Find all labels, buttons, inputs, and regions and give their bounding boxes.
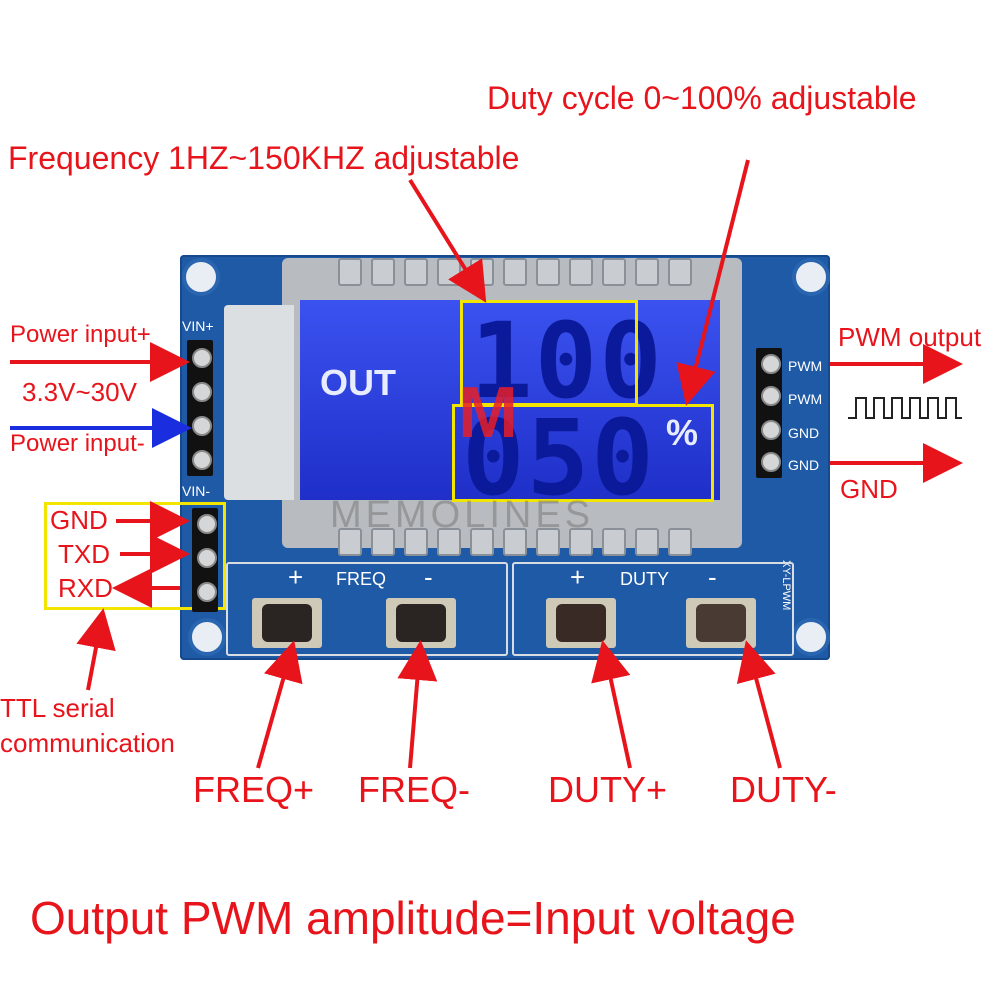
- vin-plus-silk: VIN+: [182, 318, 214, 334]
- lcd-pin: [437, 258, 461, 286]
- watermark-logo: M: [458, 373, 518, 453]
- lcd-pin: [668, 528, 692, 556]
- mount-hole-bottom-left: [188, 618, 226, 656]
- ttl-label-line2: communication: [0, 728, 175, 758]
- lcd-screen: [300, 300, 720, 500]
- lcd-pin: [371, 528, 395, 556]
- frequency-label: Frequency 1HZ~150KHZ adjustable: [8, 140, 520, 176]
- serial-header: [192, 508, 218, 612]
- lcd-pin: [470, 528, 494, 556]
- lcd-pin: [569, 528, 593, 556]
- pwm-waveform-icon: [848, 397, 962, 419]
- watermark-text: MEMOLINES: [330, 494, 595, 536]
- vin-minus-silk: VIN-: [182, 483, 210, 499]
- lcd-pin: [338, 528, 362, 556]
- duty-plus-button[interactable]: [546, 598, 616, 648]
- duty-minus-button[interactable]: [686, 598, 756, 648]
- pwm-output-label: PWM output: [838, 322, 982, 352]
- lcd-duty-value: 050: [462, 397, 656, 519]
- lcd-backlight-edge: [224, 305, 294, 500]
- lcd-pin: [503, 258, 527, 286]
- mount-hole-bottom-right: [792, 618, 830, 656]
- duty-minus-silk: -: [708, 562, 717, 592]
- freq-plus-arrow: [256, 640, 303, 769]
- duty-button-panel: [512, 562, 794, 656]
- right-pin-label-1: PWM: [788, 358, 823, 374]
- gnd-right-label: GND: [840, 474, 898, 504]
- duty-plus-silk: +: [570, 562, 586, 592]
- lcd-out-text: OUT: [320, 362, 396, 403]
- freq-silk: FREQ: [336, 569, 387, 589]
- pwm-header: [756, 348, 782, 478]
- lcd-pin: [536, 528, 560, 556]
- serial-highlight-box: [44, 502, 226, 610]
- lcd-pin: [404, 528, 428, 556]
- duty-plus-arrow: [591, 640, 632, 769]
- rxd-label: RXD: [58, 573, 113, 603]
- duty-silk: DUTY: [620, 569, 669, 589]
- lcd-pin: [503, 528, 527, 556]
- right-pin-label-3: GND: [788, 425, 820, 441]
- mount-hole-top-left: [182, 258, 220, 296]
- lcd-percent-sign: %: [666, 412, 699, 453]
- freq-plus-label: FREQ+: [193, 769, 315, 810]
- freq-plus-button[interactable]: [252, 598, 322, 648]
- lcd-pin: [470, 258, 494, 286]
- duty-minus-arrow: [736, 640, 782, 769]
- freq-minus-label: FREQ-: [358, 769, 470, 810]
- lcd-pin: [371, 258, 395, 286]
- power-header: [187, 340, 213, 476]
- lcd-pin: [602, 528, 626, 556]
- freq-minus-silk: -: [424, 562, 433, 592]
- lcd-pin: [602, 258, 626, 286]
- duty-cycle-label: Duty cycle 0~100% adjustable: [487, 80, 917, 116]
- freq-button-panel: [226, 562, 508, 656]
- ttl-label-line1: TTL serial: [0, 693, 115, 723]
- freq-plus-silk: +: [288, 562, 304, 592]
- mount-hole-top-right: [792, 258, 830, 296]
- duty-plus-label: DUTY+: [548, 769, 668, 810]
- duty-minus-label: DUTY-: [730, 769, 837, 810]
- lcd-pin: [635, 528, 659, 556]
- lcd-pin: [437, 528, 461, 556]
- freq-minus-button[interactable]: [386, 598, 456, 648]
- footer-caption: Output PWM amplitude=Input voltage: [30, 892, 796, 944]
- right-pin-label-4: GND: [788, 457, 820, 473]
- lcd-pin: [635, 258, 659, 286]
- voltage-range-label: 3.3V~30V: [22, 377, 137, 407]
- freq-minus-arrow: [397, 640, 438, 769]
- txd-label: TXD: [58, 539, 110, 569]
- lcd-frequency-value: 100: [470, 300, 664, 422]
- power-input-plus-label: Power input+: [10, 321, 151, 348]
- lcd-pin: [404, 258, 428, 286]
- ttl-arrow: [76, 608, 116, 691]
- gnd-left-label: GND: [50, 505, 108, 535]
- right-pin-label-2: PWM: [788, 391, 823, 407]
- power-input-minus-label: Power input-: [10, 430, 145, 457]
- lcd-pin: [338, 258, 362, 286]
- duty-highlight-box: [452, 404, 714, 502]
- lcd-pin: [569, 258, 593, 286]
- lcd-pin: [536, 258, 560, 286]
- lcd-pin: [668, 258, 692, 286]
